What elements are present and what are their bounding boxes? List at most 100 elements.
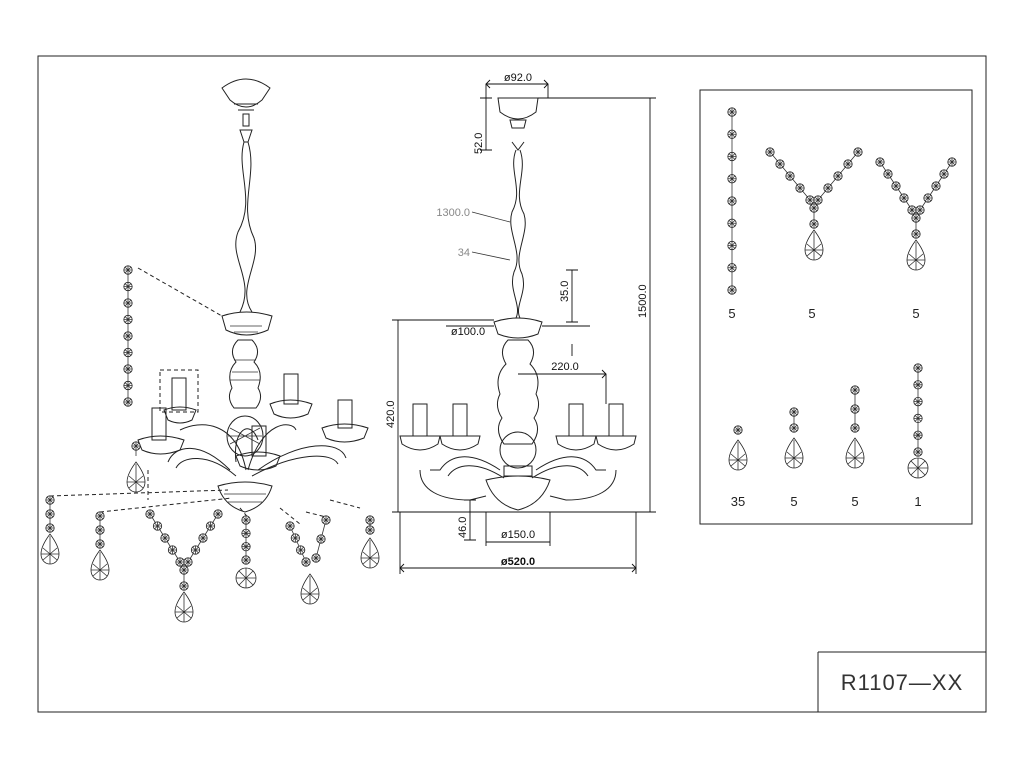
crystal-bead [727,151,737,162]
crystal-bead [198,533,208,543]
dim-bowl-diameter: ø150.0 [501,529,535,541]
dim-canopy-height: 52.0 [473,133,485,154]
elevation-view: ø92.0 52.0 1300.0 34 35.0 1500.0 ø100.0 … [385,72,656,574]
crystal-bead [296,545,306,555]
crystal-bead [123,265,133,275]
crystal-bead [789,407,799,417]
crystal-bead [365,525,375,535]
perspective-view [40,78,380,623]
crystal-bead [891,181,901,191]
crystal-bead [95,525,105,535]
crystal-bead [733,425,743,435]
crystal-bead [316,534,326,544]
crystal-bead [95,511,105,521]
crystal-bead [123,281,133,292]
crystal-drop [804,229,824,261]
crystal-bead [131,441,141,451]
crystal-bead [241,515,251,525]
crystal-bead [179,565,189,575]
crystal-bead [883,169,893,179]
crystal-bead [850,404,860,414]
qty-drop: 35 [731,494,745,509]
crystal-drop [784,437,804,469]
crystal-bead [167,545,178,555]
crystal-ball [235,567,257,589]
crystal-bead [813,195,823,205]
crystal-bead [285,521,295,531]
crystal-bead [833,171,843,181]
sheet-border [37,55,987,713]
parts-panel: 5 5 5 35 5 5 1 [699,89,973,525]
dim-chain-ref: 34 [458,247,470,259]
crystal-bead [947,157,957,167]
crystal-bead [241,555,251,565]
crystal-bead [805,195,815,205]
crystal-bead [843,159,853,169]
crystal-bead [365,515,375,525]
crystal-bead [913,396,923,407]
crystal-drop [174,591,194,623]
dim-top-diameter: ø92.0 [504,72,532,84]
crystal-bead [809,203,819,213]
crystal-bead [923,193,933,203]
crystal-bead [175,557,185,567]
qty-y-strand-b: 5 [912,306,919,321]
crystal-drop [906,239,926,271]
crystal-bead [241,542,251,552]
crystal-bead [145,509,155,519]
crystal-bead [321,515,331,525]
dim-arm-reach: 220.0 [551,361,579,373]
dim-body-height: 420.0 [385,400,397,428]
dim-collar-diameter: ø100.0 [451,326,485,338]
crystal-bead [301,557,311,567]
crystal-drop [90,549,110,581]
crystal-bead [45,495,55,505]
crystal-bead [939,169,949,179]
crystal-bead [152,521,163,531]
crystal-bead [765,147,775,157]
crystal-bead [205,521,216,531]
crystal-bead [727,240,737,251]
drawing-code: R1107—XX [841,670,964,695]
dim-total-height: 1500.0 [637,284,649,318]
crystal-drop [40,533,60,565]
crystal-bead [727,129,737,139]
crystal-bead [850,385,860,395]
crystal-drop [126,461,146,493]
crystal-bead [727,107,737,117]
crystal-bead [727,263,737,273]
crystal-drop [728,439,748,471]
crystal-bead [290,533,300,543]
crystal-bead [809,219,819,229]
crystal-bead [123,298,133,308]
title-block: R1107—XX [817,651,986,712]
crystal-bead [727,174,737,184]
dim-link-height: 35.0 [559,281,571,302]
crystal-wire [289,525,307,563]
qty-short-strand: 5 [790,494,797,509]
crystal-bead [913,363,923,373]
dim-chain-length: 1300.0 [436,207,470,219]
crystal-bead [913,380,923,390]
crystal-bead [727,196,737,206]
crystal-bead [911,229,921,239]
crystal-bead [727,285,737,295]
crystal-bead [850,423,860,433]
qty-strand: 5 [728,306,735,321]
crystal-bead [789,423,799,433]
crystal-bead [875,157,885,167]
dim-overall-diameter: ø520.0 [501,556,535,568]
crystal-bead [823,183,833,193]
crystal-bead [907,205,917,215]
crystal-bead [311,553,321,563]
crystal-bead [179,581,189,591]
crystal-drop [300,573,320,605]
qty-y-strand-a: 5 [808,306,815,321]
crystal-bead [727,218,737,228]
crystal-bead [123,314,133,325]
crystal-bead [931,181,941,191]
dim-bowl-height: 46.0 [457,517,469,538]
crystal-bead [160,533,170,543]
crystal-bead [123,380,133,391]
